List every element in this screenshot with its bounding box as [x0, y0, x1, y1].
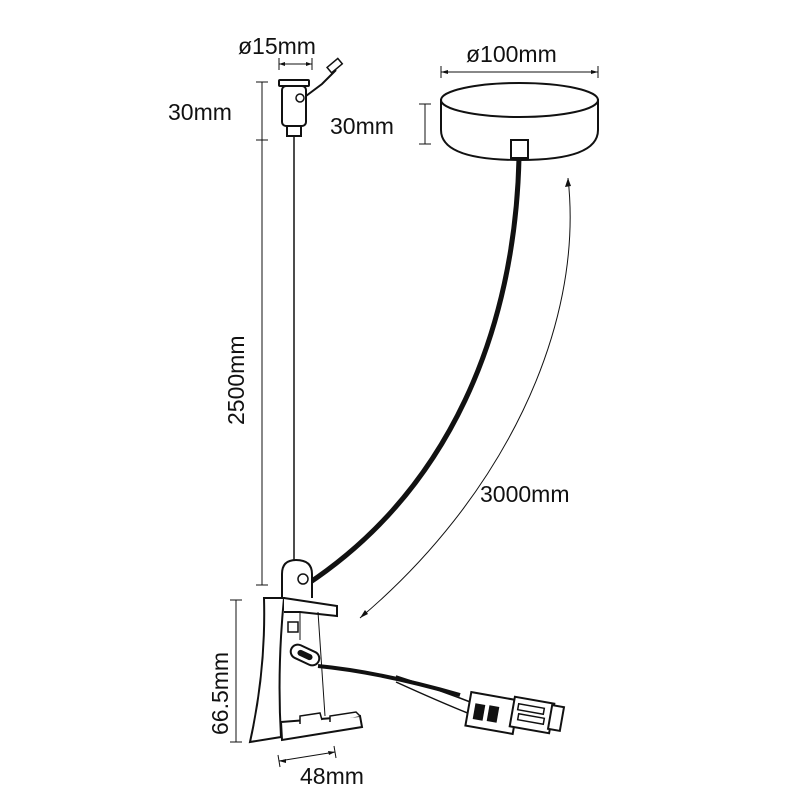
ceiling-canopy	[440, 82, 599, 162]
dimension-cord-grip-diameter: ø15mm	[238, 33, 316, 70]
dimension-canopy-height: 30mm	[330, 103, 431, 145]
dimension-label-suspension-length: 2500mm	[223, 336, 249, 425]
dimension-label-cable-length: 3000mm	[480, 481, 569, 507]
cord-grip	[278, 57, 344, 137]
dimension-canopy-diameter: ø100mm	[440, 41, 599, 78]
power-cable	[304, 157, 522, 588]
dimension-suspension-length: 2500mm	[223, 140, 268, 586]
fixture-body	[248, 558, 364, 744]
dimension-label-fixture-width: 48mm	[300, 763, 364, 789]
dimension-label-cord-grip-height: 30mm	[168, 99, 232, 125]
dimension-fixture-width: 48mm	[277, 745, 364, 789]
dimension-label-fixture-height: 66.5mm	[207, 652, 233, 735]
dimension-cord-grip-height: 30mm	[168, 81, 268, 141]
dimension-label-cord-grip-diameter: ø15mm	[238, 33, 316, 59]
wire-connector	[464, 690, 566, 736]
dimension-fixture-height: 66.5mm	[207, 599, 242, 743]
lead-wires	[317, 664, 479, 715]
dimension-label-canopy-diameter: ø100mm	[466, 41, 557, 67]
dimension-cable-length: 3000mm	[359, 177, 571, 619]
dimension-label-canopy-height: 30mm	[330, 113, 394, 139]
